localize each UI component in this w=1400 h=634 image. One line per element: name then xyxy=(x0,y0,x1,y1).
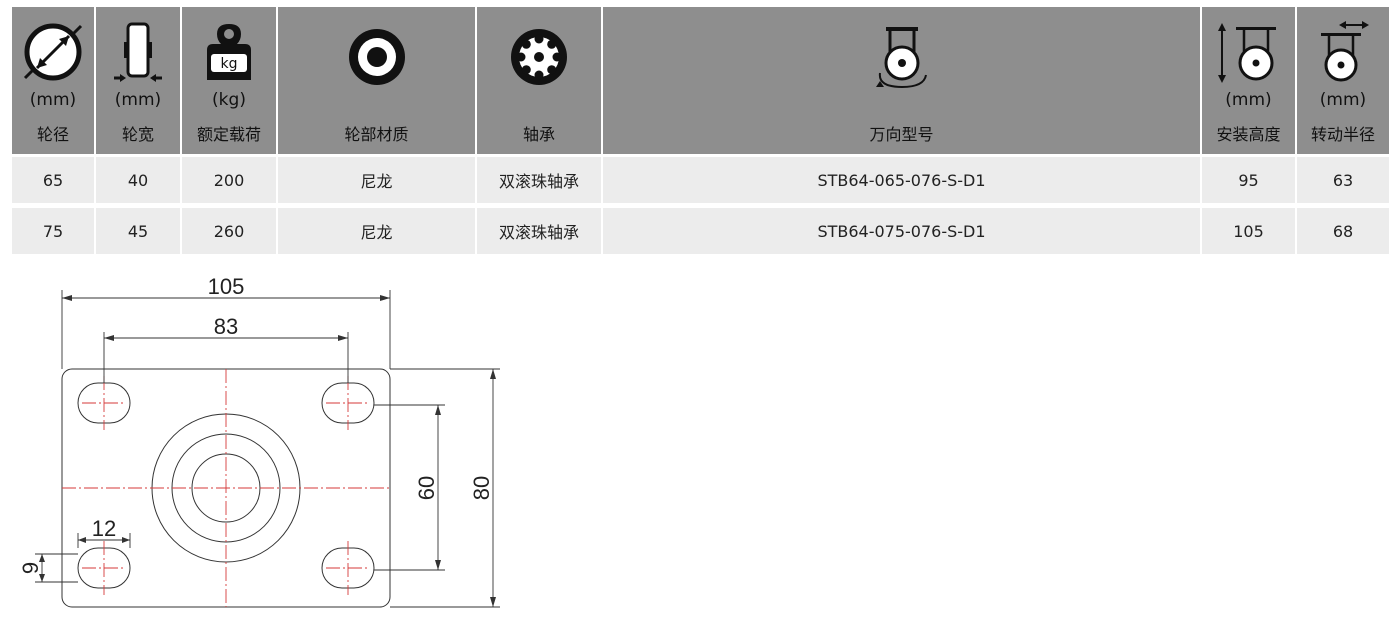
header-label: 万向型号 xyxy=(869,125,934,144)
dim-hole-spacing-x: 83 xyxy=(214,314,238,339)
table-cell: 105 xyxy=(1202,208,1295,254)
mounting-plate-drawing: 105 83 12 60 80 9 xyxy=(18,274,500,608)
mount-height-icon xyxy=(1217,23,1276,83)
header-unit: (mm) xyxy=(1319,90,1367,110)
header-label: 额定载荷 xyxy=(196,125,261,144)
table-cell: 尼龙 xyxy=(278,157,475,203)
header-wheel-material: 轮部材质 xyxy=(278,7,475,154)
header-rated-load: kg (kg) 额定载荷 xyxy=(182,7,276,154)
table-cell: 95 xyxy=(1202,157,1295,203)
header-swivel-model: 万向型号 xyxy=(603,7,1200,154)
header-unit: (kg) xyxy=(212,90,246,110)
table-cell: 260 xyxy=(182,208,276,254)
table-cell: 200 xyxy=(182,157,276,203)
dim-overall-height: 80 xyxy=(469,476,494,500)
spec-table: (mm) 轮径 (mm) 轮宽 kg (kg) xyxy=(12,7,1389,257)
table-cell: 双滚珠轴承 xyxy=(477,157,601,203)
table-cell: 双滚珠轴承 xyxy=(477,208,601,254)
header-unit: (mm) xyxy=(1225,90,1272,110)
swivel-radius-icon xyxy=(1321,21,1369,82)
header-wheel-width: (mm) 轮宽 xyxy=(96,7,180,154)
header-label: 轴承 xyxy=(522,125,555,144)
table-cell: 75 xyxy=(12,208,94,254)
header-wheel-diameter: (mm) 轮径 xyxy=(12,7,94,154)
table-cell: 63 xyxy=(1297,157,1389,203)
table-cell: 65 xyxy=(12,157,94,203)
table-cell: STB64-065-076-S-D1 xyxy=(603,157,1200,203)
dim-overall-width: 105 xyxy=(208,274,245,299)
wheel-width-icon xyxy=(114,22,162,82)
wheel-diameter-icon xyxy=(23,23,83,81)
header-label: 转动半径 xyxy=(1310,125,1375,144)
table-cell: 40 xyxy=(96,157,180,203)
header-bearing: 轴承 xyxy=(477,7,601,154)
dim-hole-spacing-y: 60 xyxy=(414,476,439,500)
ball-bearing-icon xyxy=(511,29,567,85)
table-cell: 68 xyxy=(1297,208,1389,254)
header-label: 轮宽 xyxy=(121,125,154,144)
wheel-material-icon xyxy=(348,29,405,85)
table-cell: 45 xyxy=(96,208,180,254)
header-label: 轮径 xyxy=(36,125,69,144)
header-label: 安装高度 xyxy=(1216,125,1281,144)
dim-slot-width: 9 xyxy=(18,562,43,574)
header-label: 轮部材质 xyxy=(344,125,409,144)
swivel-caster-icon xyxy=(875,27,927,89)
table-cell: 尼龙 xyxy=(278,208,475,254)
header-unit: (mm) xyxy=(114,90,162,110)
header-swivel-radius: (mm) 转动半径 xyxy=(1297,7,1389,154)
dim-slot-length: 12 xyxy=(92,516,116,541)
header-unit: (mm) xyxy=(29,90,77,110)
header-mount-height: (mm) 安装高度 xyxy=(1202,7,1295,154)
kg-icon-text: kg xyxy=(221,56,238,72)
table-cell: STB64-075-076-S-D1 xyxy=(603,208,1200,254)
kg-weight-icon: kg xyxy=(207,24,251,80)
